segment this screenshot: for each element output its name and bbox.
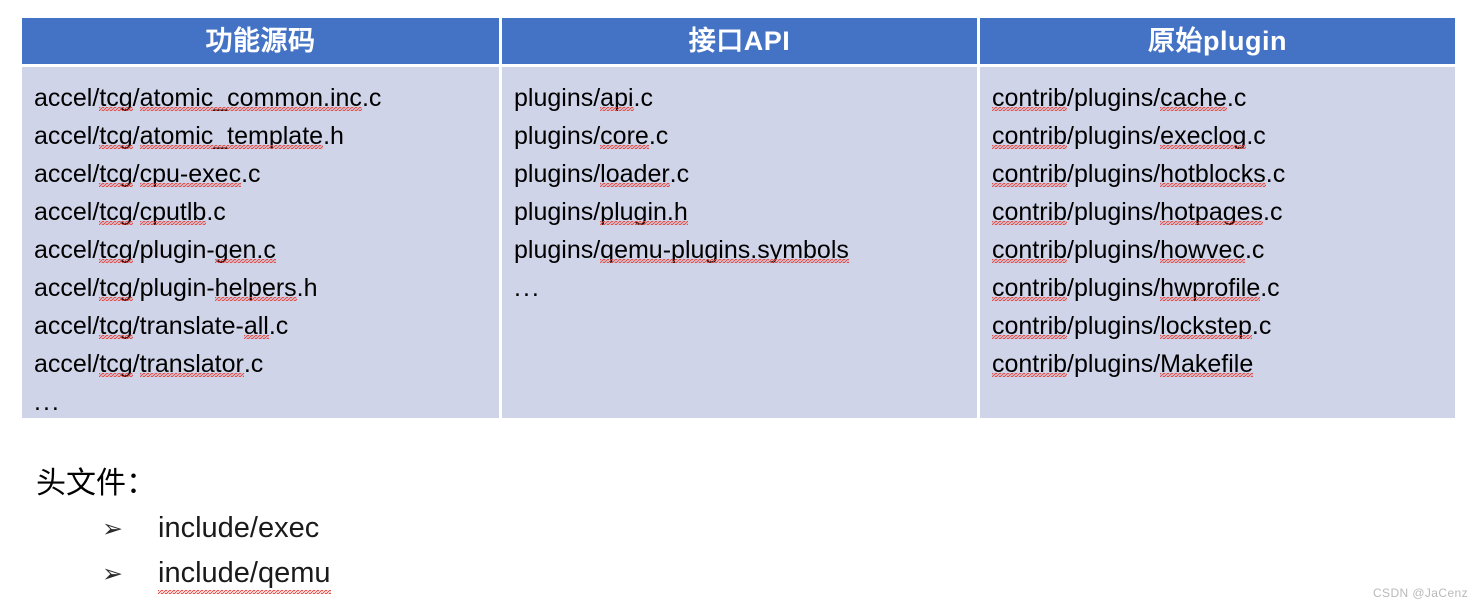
file-path-item: contrib/plugins/cache.c [992,84,1247,112]
table-body-row: accel/tcg/atomic_common.inc.c accel/tcg/… [22,67,1455,418]
file-path-item: plugins/api.c [514,84,653,112]
arrowhead-bullet-icon: ➢ [102,559,123,588]
watermark-credit: CSDN @JaCenz [1372,586,1468,600]
file-path-item: accel/tcg/translate-all.c [34,312,289,340]
file-path-item: contrib/plugins/howvec.c [992,236,1265,264]
file-path-item: plugins/qemu-plugins.symbols [514,236,849,264]
notes-section: 头文件： ➢ include/exec ➢ include/qemu [36,462,736,596]
file-path-item: accel/tcg/translator.c [34,350,264,378]
column-cell-original-plugin: contrib/plugins/cache.c contrib/plugins/… [980,67,1455,418]
file-listing-table: 功能源码 接口API 原始plugin accel/tcg/atomic_com… [22,18,1455,418]
file-path-item: accel/tcg/atomic_template.h [34,122,344,150]
table-header-row: 功能源码 接口API 原始plugin [22,18,1455,64]
column-header-interface-api: 接口API [502,18,977,64]
file-path-item: accel/tcg/atomic_common.inc.c [34,84,382,112]
ellipsis-more: ... [514,274,541,302]
list-item-label: include/exec [158,512,320,544]
file-path-item: contrib/plugins/Makefile [992,350,1254,378]
file-path-item: accel/tcg/cpu-exec.c [34,160,261,188]
file-path-item: plugins/core.c [514,122,669,150]
file-path-item: accel/tcg/plugin-helpers.h [34,274,318,302]
file-path-item: contrib/plugins/lockstep.c [992,312,1272,340]
notes-title: 头文件： [36,467,156,500]
file-path-item: contrib/plugins/execlog.c [992,122,1266,150]
file-path-item: accel/tcg/plugin-gen.c [34,236,276,264]
list-item-label: include/qemu [158,551,331,595]
column-cell-interface-api: plugins/api.c plugins/core.c plugins/loa… [502,67,977,418]
column-header-function-source: 功能源码 [22,18,499,64]
file-path-item: plugins/loader.c [514,160,690,188]
file-path-item: plugins/plugin.h [514,198,688,226]
column-cell-function-source: accel/tcg/atomic_common.inc.c accel/tcg/… [22,67,499,418]
file-path-item: contrib/plugins/hotpages.c [992,198,1283,226]
ellipsis-more: ... [34,388,61,416]
column-header-original-plugin: 原始plugin [980,18,1455,64]
file-path-item: contrib/plugins/hwprofile.c [992,274,1280,302]
list-item: ➢ include/qemu [36,551,736,596]
file-path-item: contrib/plugins/hotblocks.c [992,160,1286,188]
file-path-item: accel/tcg/cputlb.c [34,198,226,226]
list-item: ➢ include/exec [36,506,736,551]
arrowhead-bullet-icon: ➢ [102,514,123,543]
header-files-list: ➢ include/exec ➢ include/qemu [36,506,736,596]
